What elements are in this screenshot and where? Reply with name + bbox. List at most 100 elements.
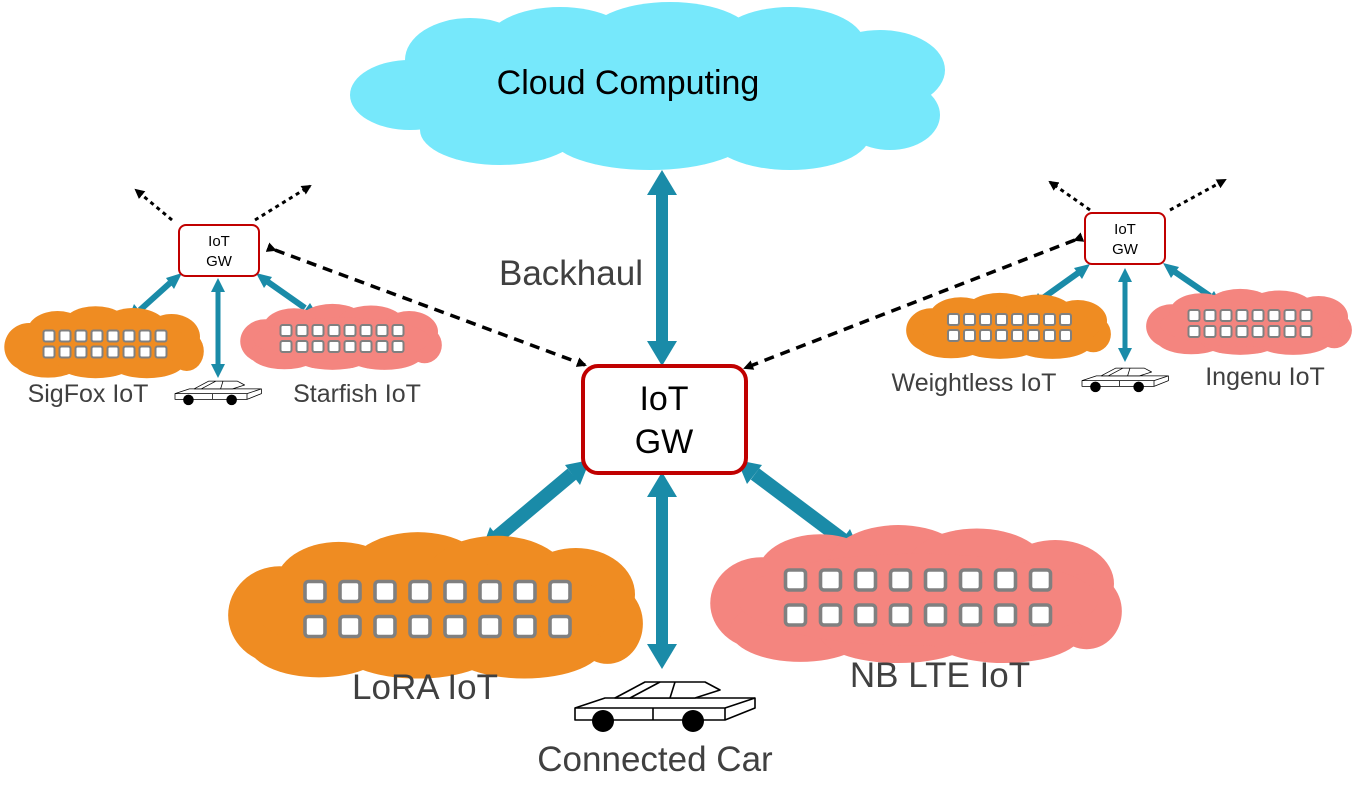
iot-node [548,614,572,639]
iot-node [979,313,992,326]
iot-node [1027,313,1040,326]
iot-node [853,603,878,627]
iot-node [408,579,432,604]
nblte-cloud [710,525,1122,664]
iot-node [359,324,373,337]
left-gw-line2: GW [206,253,233,270]
backhaul-arrow [647,170,677,366]
connected-car-label: Connected Car [537,740,773,779]
iot-node [122,345,136,359]
gateway-dashed-links [265,232,1085,370]
iot-node [408,614,432,639]
iot-node [958,568,983,592]
iot-node [478,579,502,604]
iot-node [1299,325,1313,338]
iot-node [311,324,325,337]
iot-node [1299,309,1313,322]
ingenu-cloud [1146,288,1352,355]
iot-node [443,579,467,604]
iot-node [1251,309,1265,322]
iot-node [963,329,976,342]
right-gw-line1: IoT [1114,221,1136,238]
labels: Backhaul LoRA IoT NB LTE IoT Connected C… [28,254,1325,779]
left-gw-line1: IoT [208,233,230,250]
iot-node [42,345,56,359]
iot-node [375,340,389,353]
iot-node [548,579,572,604]
starfish-cloud [240,303,442,370]
dotted-outlinks [134,178,1227,222]
iot-node [1235,325,1249,338]
iot-node [995,329,1008,342]
iot-node [1059,313,1072,326]
iot-node [327,324,341,337]
iot-node [1203,309,1217,322]
iot-node [1011,313,1024,326]
iot-node [1251,325,1265,338]
iot-node [1219,309,1233,322]
iot-node [478,614,502,639]
iot-node [391,340,405,353]
iot-node [958,603,983,627]
lora-label: LoRA IoT [352,668,498,707]
iot-node [947,329,960,342]
iot-node [343,340,357,353]
iot-node [295,324,309,337]
right-gw-line2: GW [1112,241,1139,258]
network-clouds [4,288,1352,679]
iot-node [1043,313,1056,326]
iot-node [1203,325,1217,338]
iot-node [1267,325,1281,338]
main-gw-line2: GW [635,423,694,461]
iot-node [783,603,808,627]
left-iot-gateway: IoT GW [178,224,260,277]
iot-node [373,614,397,639]
iot-node [279,340,293,353]
car-right [1081,367,1169,393]
iot-node [993,568,1018,592]
car-left [174,380,262,406]
lora-cloud [228,532,643,679]
weightless-label: Weightless IoT [892,369,1057,397]
iot-node [888,603,913,627]
ingenu-label: Ingenu IoT [1205,363,1325,391]
iot-node [995,313,1008,326]
iot-node [375,324,389,337]
car-arrow [647,472,677,669]
iot-node [42,329,56,343]
cloud-computing: Cloud Computing [350,2,945,170]
iot-node [1028,603,1053,627]
left-gw-links [128,273,318,378]
iot-node [359,340,373,353]
iot-node [963,313,976,326]
iot-node [295,340,309,353]
iot-node [90,329,104,343]
iot-node [338,579,362,604]
lora-arrow [482,460,590,549]
iot-node [818,603,843,627]
backhaul-label: Backhaul [499,254,643,293]
iot-node [1187,325,1201,338]
iot-node [74,345,88,359]
iot-node [1011,329,1024,342]
iot-node [1267,309,1281,322]
sigfox-cloud [4,306,204,379]
iot-node [303,614,327,639]
iot-node [888,568,913,592]
iot-node [74,329,88,343]
iot-node [1028,568,1053,592]
iot-node [343,324,357,337]
iot-node [853,568,878,592]
iot-node [1283,309,1297,322]
iot-node [513,614,537,639]
iot-node [993,603,1018,627]
weightless-cloud [906,292,1111,359]
iot-node [513,579,537,604]
nblte-label: NB LTE IoT [850,656,1030,695]
iot-node [279,324,293,337]
iot-node [373,579,397,604]
iot-node [311,340,325,353]
main-gw-line1: IoT [639,380,688,418]
iot-node [106,329,120,343]
